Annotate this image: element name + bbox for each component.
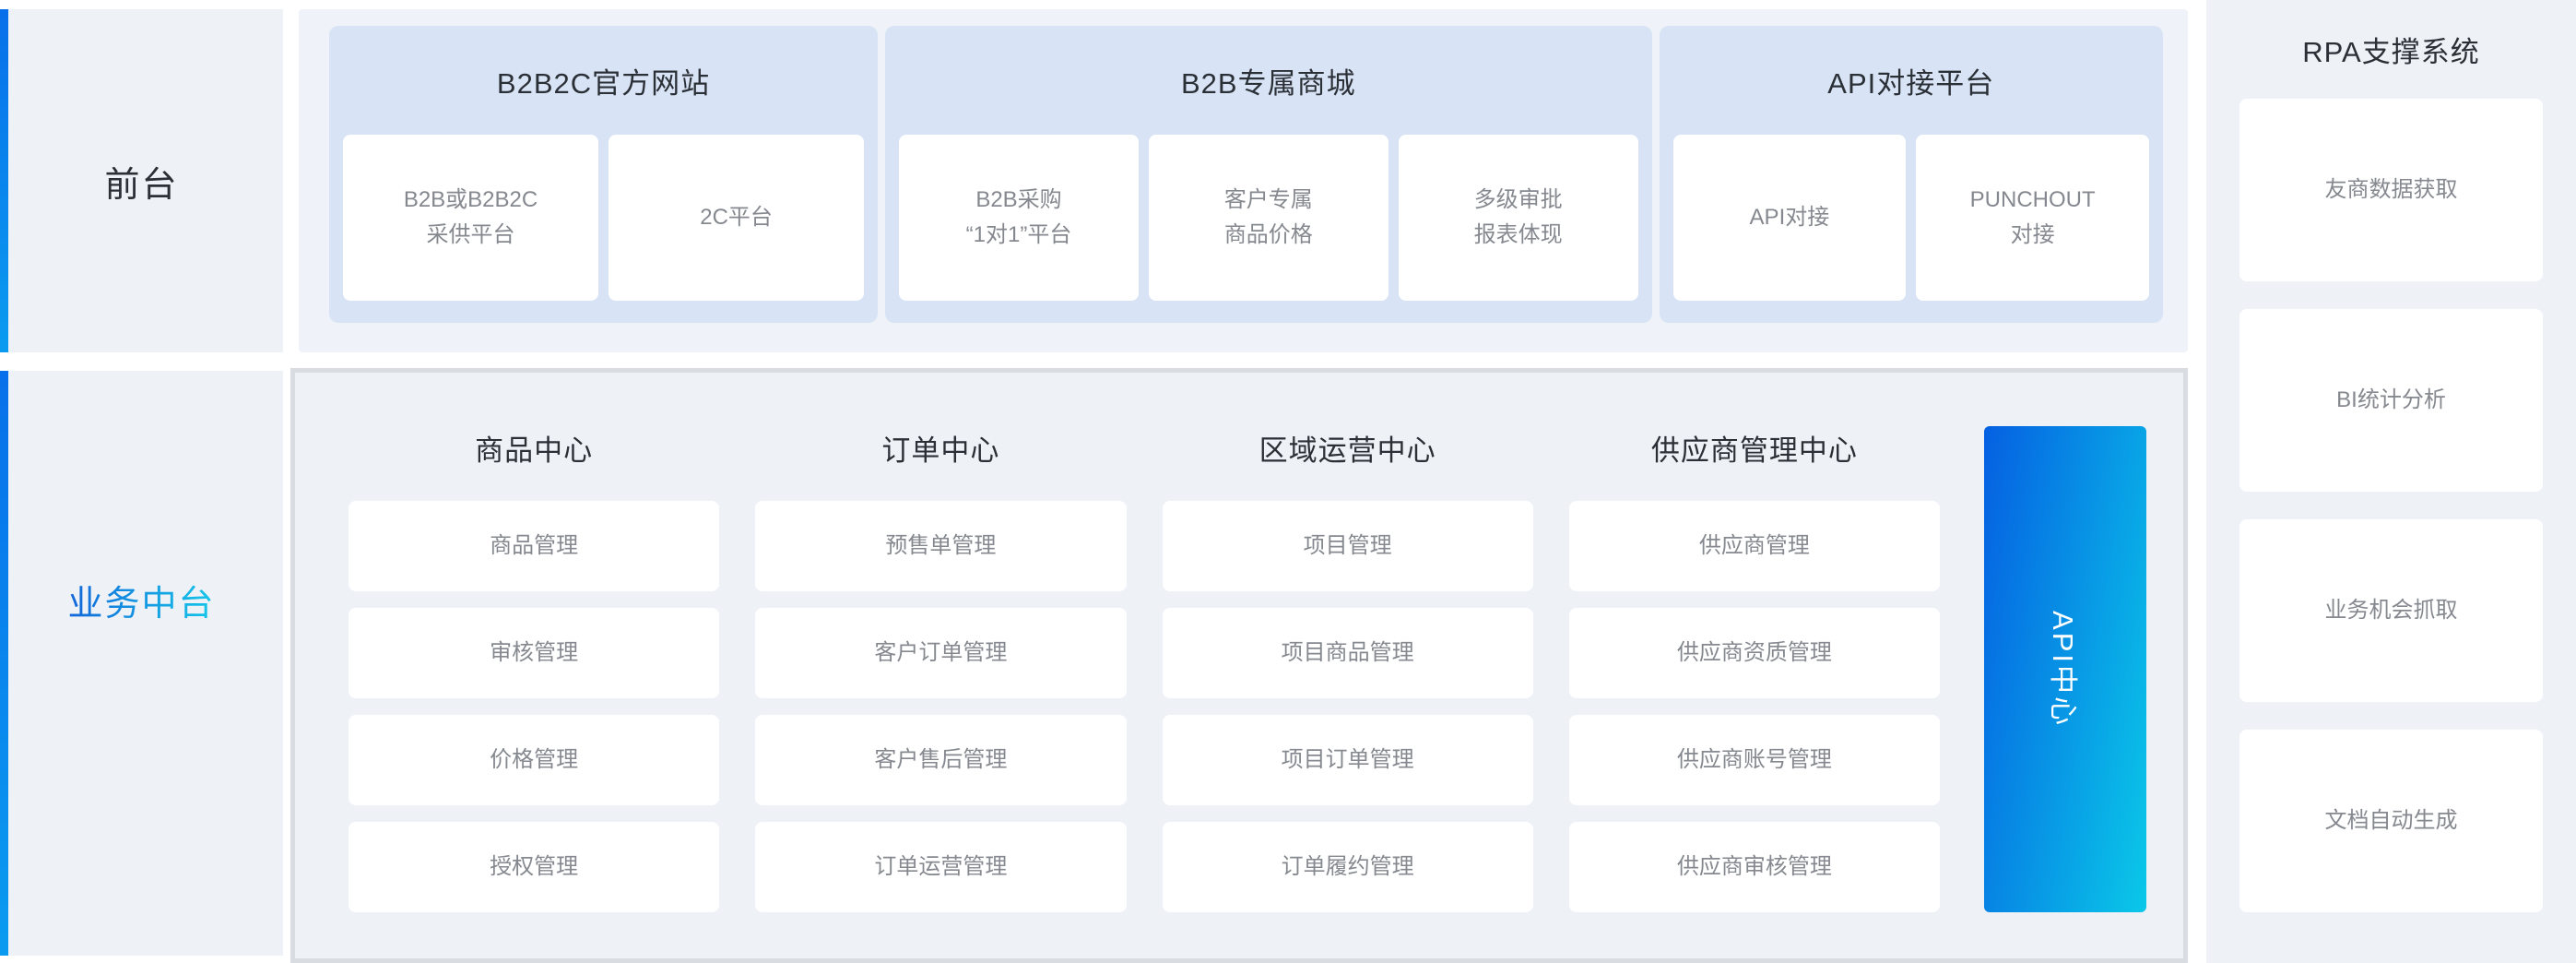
column-header-product: 商品中心 <box>475 434 594 467</box>
section-cards: API对接 PUNCHOUT 对接 <box>1672 135 2150 301</box>
capability-card: 项目商品管理 <box>1162 608 1533 698</box>
capability-card: 客户订单管理 <box>755 608 1127 698</box>
capability-card: 授权管理 <box>349 822 720 912</box>
capability-card: 预售单管理 <box>755 501 1127 591</box>
business-center-content: 商品中心 订单中心 区域运营中心 供应商管理中心 商品管理 预售单管理 项目管理… <box>295 373 2183 912</box>
capability-card: 客户售后管理 <box>755 715 1127 805</box>
section-cards: B2B采购 “1对1”平台 客户专属 商品价格 多级审批 报表体现 <box>899 135 1638 301</box>
section-title: B2B专属商城 <box>1181 66 1356 100</box>
capability-card: 订单运营管理 <box>755 822 1127 912</box>
capability-card: 项目订单管理 <box>1162 715 1533 805</box>
column-header-order: 订单中心 <box>881 434 1000 467</box>
capability-card: 供应商资质管理 <box>1568 608 1940 698</box>
api-center-bar: API中心 <box>1984 426 2146 912</box>
capability-card: 文档自动生成 <box>2239 730 2543 912</box>
business-center-panel: 商品中心 订单中心 区域运营中心 供应商管理中心 商品管理 预售单管理 项目管理… <box>290 368 2188 963</box>
api-center-label: API中心 <box>2046 611 2079 728</box>
capability-card: 2C平台 <box>609 135 865 301</box>
capability-card: 供应商管理 <box>1568 501 1940 591</box>
section-title: B2B2C官方网站 <box>496 66 711 100</box>
capability-card: 多级审批 报表体现 <box>1398 135 1638 301</box>
rpa-support-column: RPA支撑系统 友商数据获取 BI统计分析 业务机会抓取 文档自动生成 <box>2206 0 2576 963</box>
capability-card: 商品管理 <box>349 501 720 591</box>
blue-accent-bar <box>0 9 8 352</box>
column-header-supplier: 供应商管理中心 <box>1650 434 1858 467</box>
capability-card: 友商数据获取 <box>2239 99 2543 281</box>
capability-card: 供应商账号管理 <box>1568 715 1940 805</box>
section-b2b-mall: B2B专属商城 B2B采购 “1对1”平台 客户专属 商品价格 多级审批 报表体… <box>885 26 1652 323</box>
column-header-region: 区域运营中心 <box>1258 434 1436 467</box>
middle-stage-label: 业务中台 <box>67 575 215 625</box>
blue-accent-bar <box>0 371 8 956</box>
rpa-cards: 友商数据获取 BI统计分析 业务机会抓取 文档自动生成 <box>2206 99 2576 912</box>
section-cards: B2B或B2B2C 采供平台 2C平台 <box>343 135 865 301</box>
capability-card: BI统计分析 <box>2239 309 2543 492</box>
section-api-platform: API对接平台 API对接 PUNCHOUT 对接 <box>1659 26 2163 323</box>
section-b2b2c-website: B2B2C官方网站 B2B或B2B2C 采供平台 2C平台 <box>329 26 879 323</box>
rpa-title: RPA支撑系统 <box>2302 36 2480 68</box>
capability-card: API对接 <box>1672 135 1907 301</box>
front-stage-band: B2B2C官方网站 B2B或B2B2C 采供平台 2C平台 B2B专属商城 B2… <box>299 9 2188 352</box>
capability-card: B2B或B2B2C 采供平台 <box>343 135 599 301</box>
section-title: API对接平台 <box>1827 66 1995 100</box>
capability-card: 项目管理 <box>1162 501 1533 591</box>
front-stage-block: 前台 <box>0 9 283 352</box>
capability-card: 审核管理 <box>349 608 720 698</box>
business-center-grid: 商品中心 订单中心 区域运营中心 供应商管理中心 商品管理 预售单管理 项目管理… <box>349 410 1940 912</box>
middle-stage-block: 业务中台 <box>0 371 283 956</box>
front-stage-label: 前台 <box>104 165 179 205</box>
capability-card: 客户专属 商品价格 <box>1148 135 1388 301</box>
capability-card: B2B采购 “1对1”平台 <box>899 135 1139 301</box>
capability-card: PUNCHOUT 对接 <box>1916 135 2150 301</box>
capability-card: 业务机会抓取 <box>2239 519 2543 702</box>
capability-card: 供应商审核管理 <box>1568 822 1940 912</box>
capability-card: 价格管理 <box>349 715 720 805</box>
capability-card: 订单履约管理 <box>1162 822 1533 912</box>
